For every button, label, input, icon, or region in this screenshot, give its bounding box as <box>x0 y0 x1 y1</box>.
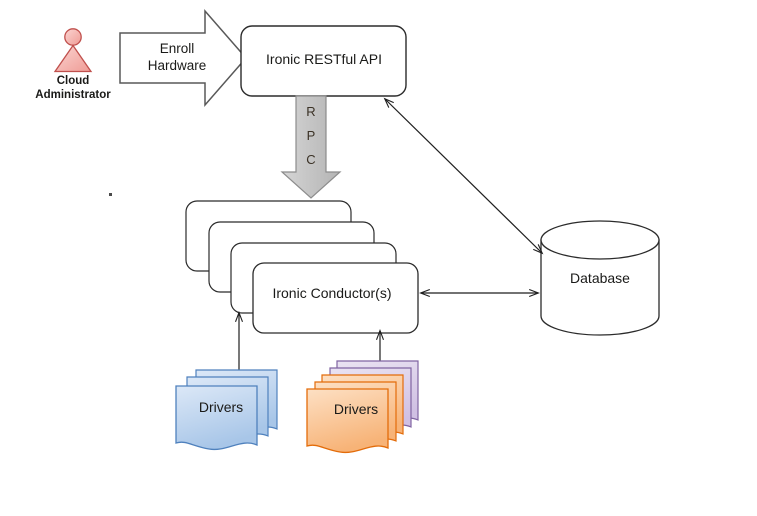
connector-api-database <box>385 99 542 253</box>
enroll-label-line1: Enroll <box>159 41 195 56</box>
ironic-api-label: Ironic RESTful API <box>266 51 382 67</box>
actor-label-line2: Administrator <box>35 89 111 102</box>
conductor-stack-box-1 <box>252 262 419 334</box>
drivers-right-sheet-front <box>306 388 389 454</box>
database-label: Database <box>570 270 630 286</box>
drivers-left-label: Drivers <box>198 399 244 415</box>
rpc-letter-r: R <box>306 104 316 119</box>
rpc-letter-p: P <box>306 128 316 143</box>
actor-label-line1: Cloud <box>56 75 90 87</box>
actor-icon <box>53 28 93 73</box>
stray-dot-artifact <box>109 193 112 196</box>
database-cylinder-shape <box>540 220 660 336</box>
ironic-conductor-label: Ironic Conductor(s) <box>272 285 392 301</box>
enroll-hardware-block-arrow <box>119 8 247 108</box>
enroll-label-line2: Hardware <box>147 57 207 73</box>
rpc-down-arrow-shape <box>280 95 342 199</box>
drivers-right-label: Drivers <box>333 401 379 417</box>
drivers-left-sheet-front <box>175 385 258 451</box>
rpc-letter-c: C <box>306 152 316 167</box>
